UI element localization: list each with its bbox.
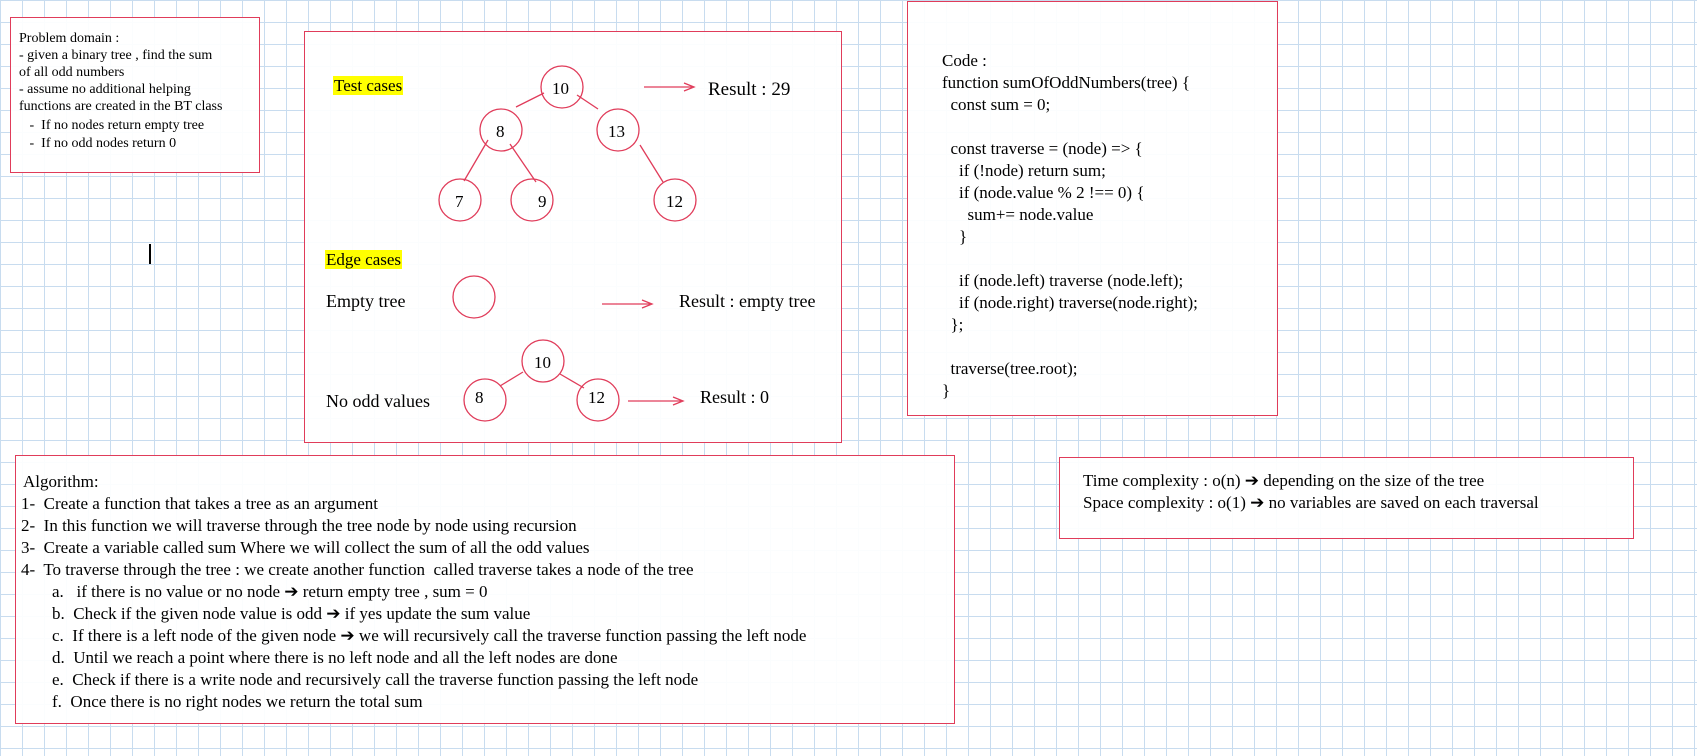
code-line: const traverse = (node) => {: [942, 139, 1143, 158]
code-line: }: [942, 227, 968, 246]
code-line: Code :: [942, 51, 987, 70]
tree-edge: [463, 139, 489, 182]
arrow-head: [683, 82, 696, 92]
noodd-label: No odd values: [326, 391, 430, 411]
tree-node-circle: [653, 178, 697, 222]
algorithm-substep: e. Check if there is a write node and re…: [52, 670, 699, 689]
algorithm-title: Algorithm:: [23, 472, 99, 491]
code-line: if (node.right) traverse(node.right);: [942, 293, 1198, 312]
tree-node-circle: [576, 378, 620, 422]
test-result: Result : 29: [708, 79, 791, 100]
test-cases-box: [304, 31, 842, 443]
tree-node-circle: [463, 378, 507, 422]
tree-edge: [639, 144, 664, 183]
tree-node-circle: [540, 65, 584, 109]
problem-line: functions are created in the BT class: [19, 99, 223, 114]
code-line: sum+= node.value: [942, 205, 1094, 224]
algorithm-step: 4- To traverse through the tree : we cre…: [21, 560, 694, 579]
tree-node-label: 8: [496, 122, 505, 141]
tree-node-circle: [521, 339, 565, 383]
code-line: }: [942, 381, 951, 400]
tree-node-circle: [479, 108, 523, 152]
problem-line: - If no nodes return empty tree: [19, 118, 205, 133]
code-line: function sumOfOddNumbers(tree) {: [942, 73, 1190, 92]
problem-line: of all odd numbers: [19, 65, 125, 80]
empty-tree-label: Empty tree: [326, 291, 406, 311]
tree-edge: [509, 143, 537, 183]
empty-tree-circle: [452, 275, 496, 319]
tree-edge: [515, 92, 545, 108]
edge-cases-label: Edge cases: [325, 250, 403, 269]
code-line: if (!node) return sum;: [942, 161, 1106, 180]
code-line: if (node.left) traverse (node.left);: [942, 271, 1184, 290]
problem-line: - given a binary tree , find the sum: [19, 48, 213, 63]
tree-node-label: 7: [455, 192, 464, 211]
text-cursor: [149, 244, 151, 264]
tree-node-label: 9: [538, 192, 547, 211]
algorithm-substep: c. If there is a left node of the given …: [52, 626, 807, 645]
complexity-box: Time complexity : o(n) ➔ depending on th…: [1059, 457, 1634, 539]
space-complexity: Space complexity : o(1) ➔ no variables a…: [1083, 493, 1539, 512]
time-complexity: Time complexity : o(n) ➔ depending on th…: [1083, 471, 1485, 490]
noodd-node-label: 8: [475, 388, 484, 407]
tree-node-label: 13: [608, 122, 625, 141]
code-line: if (node.value % 2 !== 0) {: [942, 183, 1145, 202]
algorithm-step: 2- In this function we will traverse thr…: [21, 516, 577, 535]
algorithm-substep: d. Until we reach a point where there is…: [52, 648, 618, 667]
noodd-result: Result : 0: [700, 387, 770, 407]
code-box: Code : function sumOfOddNumbers(tree) { …: [907, 1, 1278, 416]
algorithm-box: Algorithm: 1- Create a function that tak…: [15, 455, 955, 724]
algorithm-substep: f. Once there is no right nodes we retur…: [52, 692, 423, 711]
noodd-node-label: 10: [534, 353, 551, 372]
code-line: traverse(tree.root);: [942, 359, 1078, 378]
tree-node-circle: [596, 108, 640, 152]
problem-title: Problem domain :: [19, 31, 120, 46]
code-line: const sum = 0;: [942, 95, 1051, 114]
problem-domain-box: Problem domain : - given a binary tree ,…: [10, 17, 260, 173]
problem-line: - assume no additional helping: [19, 82, 191, 97]
algorithm-substep: a. if there is no value or no node ➔ ret…: [52, 582, 488, 601]
code-line: };: [942, 315, 964, 334]
noodd-node-label: 12: [588, 388, 605, 407]
tree-node-circle: [510, 178, 554, 222]
empty-tree-result: Result : empty tree: [679, 291, 816, 311]
problem-line: - If no odd nodes return 0: [19, 136, 177, 151]
arrow-head: [672, 396, 685, 406]
tree-node-label: 12: [666, 192, 683, 211]
tree-edge: [499, 371, 524, 387]
algorithm-step: 3- Create a variable called sum Where we…: [21, 538, 590, 557]
tree-node-label: 10: [552, 79, 569, 98]
arrow-head: [641, 299, 654, 309]
test-cases-label: Test cases: [333, 76, 404, 95]
algorithm-substep: b. Check if the given node value is odd …: [52, 604, 531, 623]
tree-node-circle: [438, 178, 482, 222]
algorithm-step: 1- Create a function that takes a tree a…: [21, 494, 379, 513]
tree-edge: [559, 373, 585, 389]
